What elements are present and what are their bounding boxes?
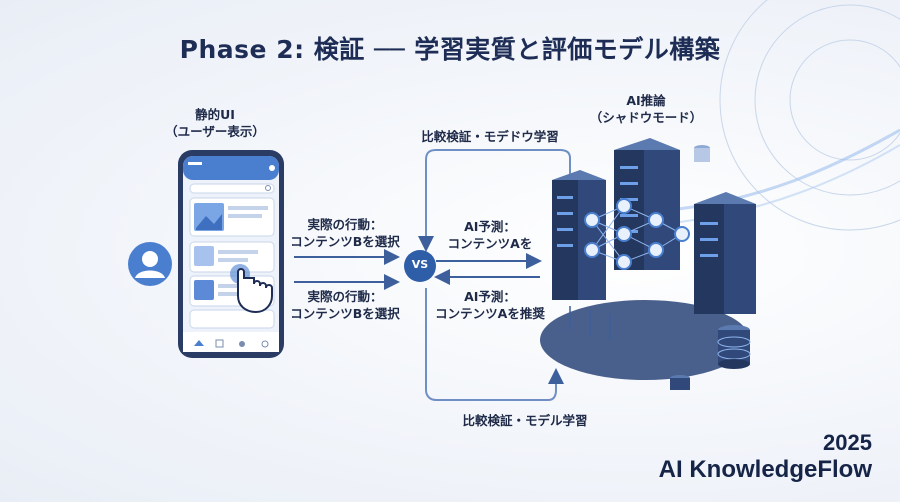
static-ui-title: 静的UI （ユーザー表示） (165, 107, 265, 139)
vs-badge (404, 250, 436, 282)
actual-action-top: 実際の行動： コンテンツBを選択 (290, 217, 400, 249)
ai-server-cluster (540, 138, 756, 390)
database-icon (717, 325, 751, 369)
page-title: Phase 2: 検証 ── 学習実質と評価モデル構築 (179, 35, 721, 64)
actual-action-bottom: 実際の行動： コンテンツBを選択 (290, 289, 400, 321)
phone-mockup (178, 150, 284, 358)
home-icon (194, 340, 204, 346)
ai-inference-title: AI推論 （シャドウモード） (589, 93, 703, 125)
flow-diagram (294, 149, 571, 401)
bottom-loop-label: 比較検証・モデル学習 (462, 413, 588, 428)
ai-prediction-bottom: AI予測： コンテンツAを推奨 (435, 289, 545, 321)
neural-network-icon (584, 198, 690, 270)
hand-pointer-icon (230, 264, 273, 314)
user-avatar-icon (128, 242, 172, 286)
vs-label: VS (411, 258, 429, 271)
footer-year: 2025 (823, 430, 872, 455)
ai-prediction-top: AI予測： コンテンツAを (447, 219, 533, 251)
top-loop-label: 比較検証・モデドウ学習 (421, 129, 559, 144)
footer-brand: AI KnowledgeFlow (658, 456, 872, 483)
